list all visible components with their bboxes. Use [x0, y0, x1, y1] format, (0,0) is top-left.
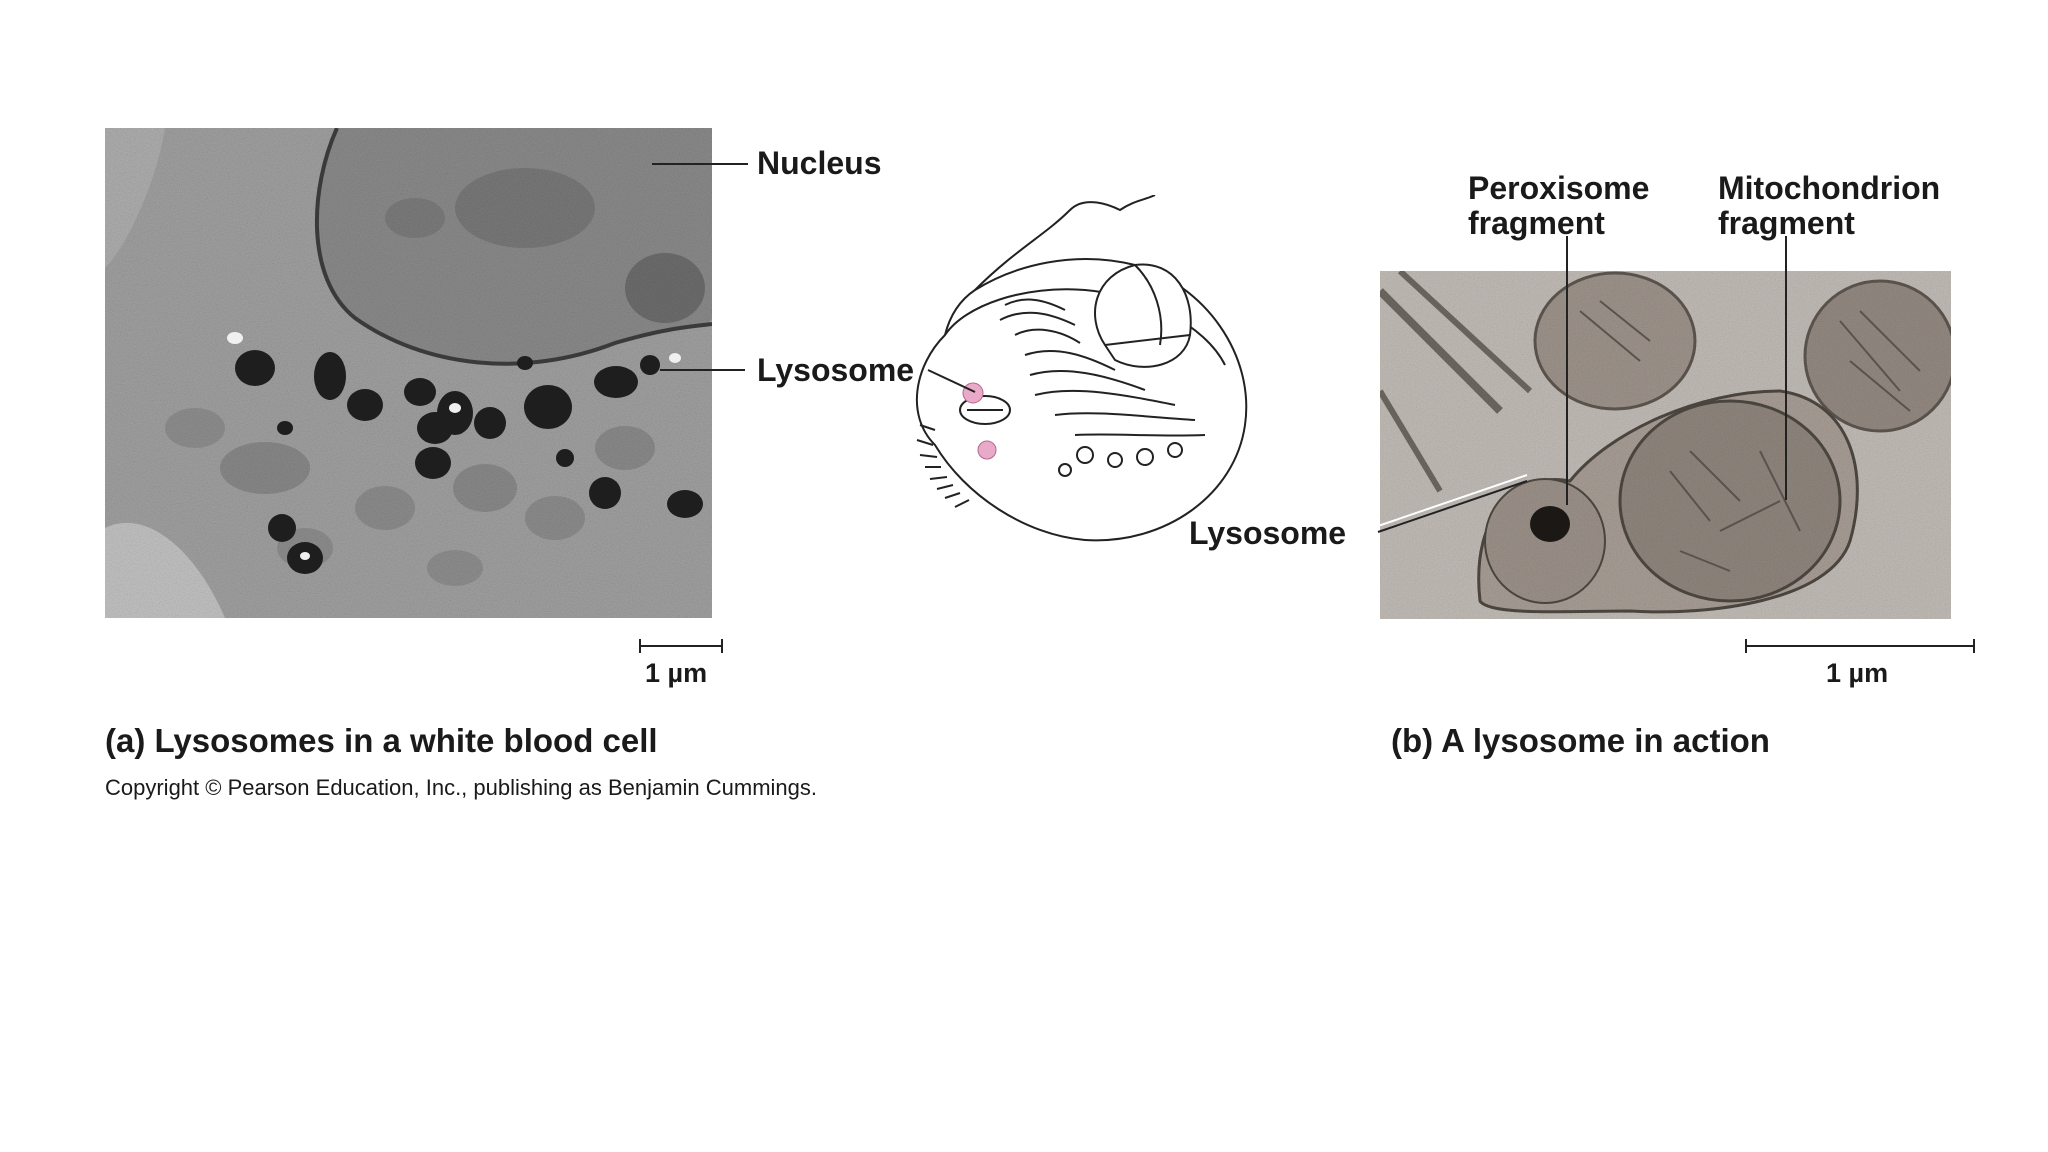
scale-bar-a-tick-right [721, 639, 723, 653]
scale-bar-b-tick-right [1973, 639, 1975, 653]
scale-bar-a-label: 1 µm [645, 658, 708, 688]
peroxisome-label-line1: Peroxisome [1468, 170, 1650, 206]
caption-a: (a) Lysosomes in a white blood cell [105, 722, 658, 759]
nucleus-label: Nucleus [757, 145, 882, 181]
lysosome-b-leader-line [1377, 480, 1528, 533]
scale-bar-b [1746, 645, 1974, 647]
mitochondrion-label-line2: fragment [1718, 205, 1855, 241]
cell-illustration [905, 195, 1250, 550]
scale-bar-a-tick-left [639, 639, 641, 653]
mitochondrion-label-line1: Mitochondrion [1718, 170, 1941, 206]
caption-b: (b) A lysosome in action [1391, 722, 1770, 759]
micrograph-lysosome-in-action [1380, 271, 1951, 619]
scale-bar-b-tick-left [1745, 639, 1747, 653]
lysosome-label-b: Lysosome [1189, 515, 1347, 551]
scale-bar-a [640, 645, 722, 647]
micrograph-white-blood-cell [105, 128, 712, 618]
copyright-text: Copyright © Pearson Education, Inc., pub… [105, 775, 818, 800]
scale-bar-b-label: 1 µm [1826, 658, 1889, 688]
peroxisome-label-line2: fragment [1468, 205, 1605, 241]
lysosome-illustration-leader-line [927, 369, 976, 393]
lysosome-label-a: Lysosome [757, 352, 915, 388]
